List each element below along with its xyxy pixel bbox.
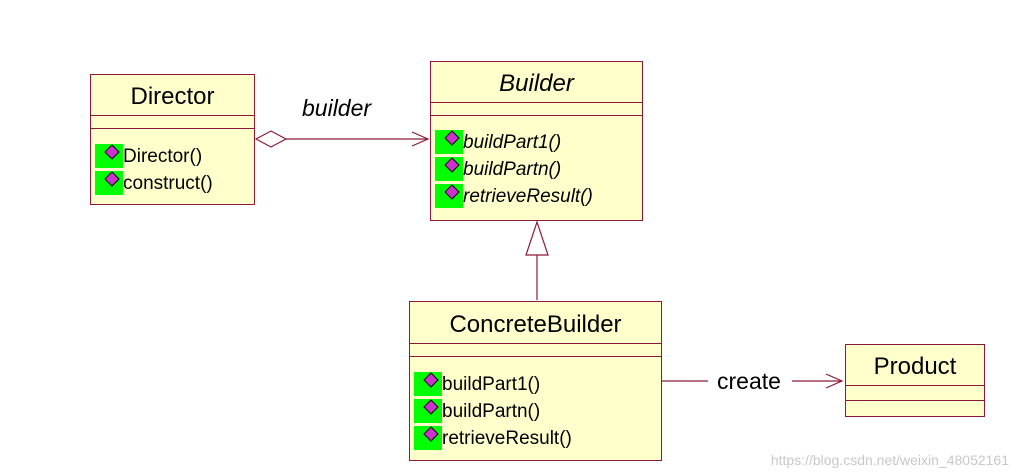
class-product[interactable]: Product xyxy=(845,344,985,417)
generalization-connector xyxy=(525,220,549,300)
operation-row[interactable]: buildPartn() xyxy=(414,398,661,425)
class-builder[interactable]: Builder buildPart1() buildPartn() xyxy=(430,61,643,221)
operation-label: Director() xyxy=(123,146,203,167)
attributes-divider xyxy=(91,115,254,116)
aggregation-arrowhead xyxy=(411,131,430,147)
class-name: Product xyxy=(873,353,957,380)
operation-row[interactable]: retrieveResult() xyxy=(414,425,661,452)
aggregation-diamond xyxy=(254,130,288,148)
operation-label: retrieveResult() xyxy=(463,186,593,207)
class-concrete-builder[interactable]: ConcreteBuilder buildPart1() buildPartn(… xyxy=(409,301,662,461)
aggregation-connector xyxy=(254,130,430,148)
public-operation-icon xyxy=(435,157,463,181)
public-operation-icon xyxy=(95,144,123,168)
operation-label: buildPartn() xyxy=(442,401,541,422)
operations-divider xyxy=(846,400,984,401)
watermark: https://blog.csdn.net/weixin_48052161 xyxy=(770,452,1009,468)
operation-label: buildPartn() xyxy=(463,159,562,180)
operations-list: buildPart1() buildPartn() retrieveResult… xyxy=(435,129,642,210)
operations-list: Director() construct() xyxy=(95,143,254,197)
public-operation-icon xyxy=(414,399,442,423)
dependency-arrowhead xyxy=(825,373,844,389)
class-name: ConcreteBuilder xyxy=(449,311,622,338)
public-operation-icon xyxy=(435,184,463,208)
operation-row[interactable]: buildPart1() xyxy=(435,129,642,156)
class-name: Director xyxy=(130,83,215,110)
operation-label: construct() xyxy=(123,173,213,194)
public-operation-icon xyxy=(435,130,463,154)
generalization-triangle xyxy=(525,220,549,256)
public-operation-icon xyxy=(414,426,442,450)
operation-label: buildPart1() xyxy=(442,374,541,395)
attributes-divider xyxy=(846,385,984,386)
operation-row[interactable]: Director() xyxy=(95,143,254,170)
operation-row[interactable]: retrieveResult() xyxy=(435,183,642,210)
attributes-divider xyxy=(410,343,661,344)
operation-label: buildPart1() xyxy=(463,132,562,153)
operation-row[interactable]: construct() xyxy=(95,170,254,197)
class-name: Builder xyxy=(499,70,574,97)
dependency-connector xyxy=(662,373,844,389)
attributes-divider xyxy=(431,102,642,103)
operations-divider xyxy=(431,115,642,116)
class-director[interactable]: Director Director() construct() xyxy=(90,74,255,205)
operation-label: retrieveResult() xyxy=(442,428,572,449)
dependency-label: create xyxy=(717,368,781,394)
aggregation-label: builder xyxy=(302,95,372,121)
operations-list: buildPart1() buildPartn() retrieveResult… xyxy=(414,371,661,452)
operations-divider xyxy=(410,356,661,357)
operation-row[interactable]: buildPartn() xyxy=(435,156,642,183)
operations-divider xyxy=(91,128,254,129)
operation-row[interactable]: buildPart1() xyxy=(414,371,661,398)
public-operation-icon xyxy=(95,171,123,195)
public-operation-icon xyxy=(414,372,442,396)
